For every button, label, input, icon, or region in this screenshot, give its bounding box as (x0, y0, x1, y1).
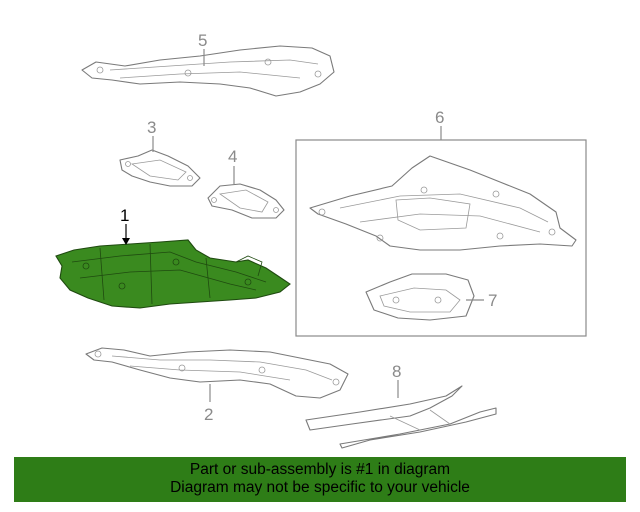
callout-1: 1 (120, 206, 129, 225)
part-2-bracket[interactable] (85, 347, 349, 399)
callout-3: 3 (147, 118, 156, 137)
callout-5: 5 (198, 31, 207, 50)
part-5-bracket[interactable] (81, 45, 335, 97)
part-8-brace[interactable] (305, 385, 497, 449)
part-4-bracket[interactable] (207, 183, 285, 219)
part-3-shield[interactable] (119, 149, 201, 187)
callout-8: 8 (392, 362, 401, 381)
callout-4: 4 (228, 147, 237, 166)
callout-6: 6 (435, 108, 444, 127)
info-banner: Part or sub-assembly is #1 in diagram Di… (14, 457, 626, 502)
part-1-engine-under-cover[interactable] (55, 239, 291, 309)
callout-2: 2 (204, 405, 213, 424)
banner-line-2: Diagram may not be specific to your vehi… (170, 479, 470, 496)
banner-line-1: Part or sub-assembly is #1 in diagram (189, 461, 451, 478)
part-7-plate[interactable] (365, 273, 475, 321)
parts-diagram: 5 3 4 1 6 (55, 31, 587, 449)
callout-7: 7 (488, 291, 497, 310)
